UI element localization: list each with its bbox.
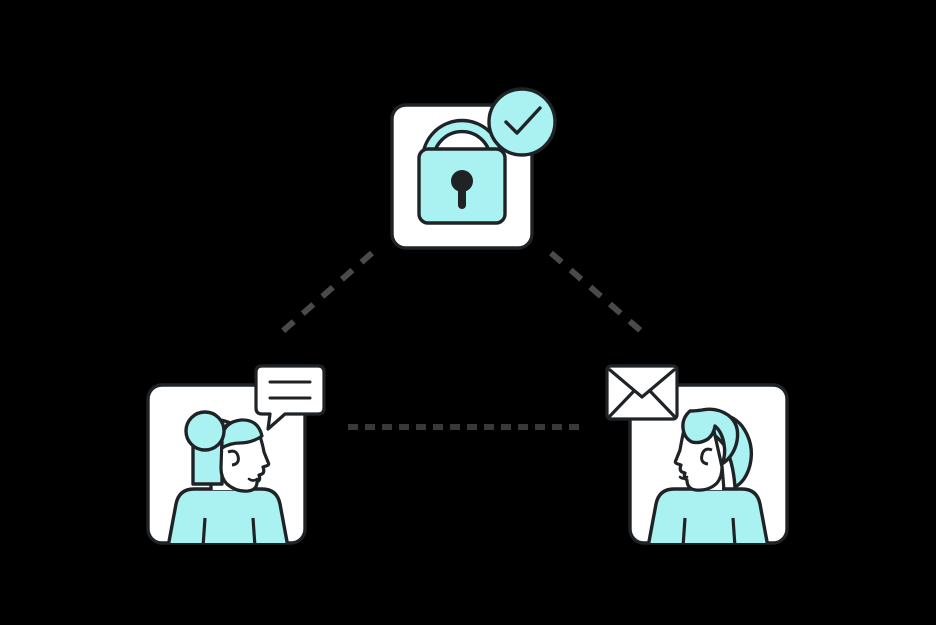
envelope-flap [608, 368, 676, 399]
person-left-arm-left [201, 517, 207, 543]
person-left-arm-right [251, 517, 257, 543]
check-icon [504, 106, 542, 135]
person-left-hair-front [220, 418, 264, 450]
verified-check-badge[interactable] [487, 87, 557, 157]
person-right-hair-front [681, 407, 740, 466]
person-right-arm-left [681, 517, 687, 543]
connector-lock-to-person-left [274, 250, 374, 340]
person-left-torso [166, 487, 290, 543]
person-right-figure [646, 407, 770, 543]
person-left-card[interactable] [146, 364, 326, 547]
verified-badge-circle [487, 87, 557, 157]
envelope-icon[interactable] [605, 364, 679, 421]
speech-bubble-icon[interactable] [254, 364, 326, 431]
person-right-arm-right [731, 517, 737, 543]
envelope-body [605, 364, 679, 421]
person-right-torso [646, 487, 770, 543]
person-left-figure [166, 410, 290, 543]
connector-lock-to-person-right [549, 250, 650, 340]
person-right-ear [700, 447, 713, 466]
person-left-ear [227, 449, 240, 467]
person-left-hair-bun [184, 410, 226, 452]
connector-group [274, 250, 650, 430]
person-right-mouth [678, 475, 689, 480]
person-right-card[interactable] [605, 364, 789, 547]
security-lock-card[interactable] [390, 87, 557, 250]
person-left-mouth [247, 477, 259, 482]
envelope-fold-left [608, 389, 636, 418]
envelope-fold-right [648, 389, 676, 418]
lock-keyhole-icon [451, 170, 473, 192]
